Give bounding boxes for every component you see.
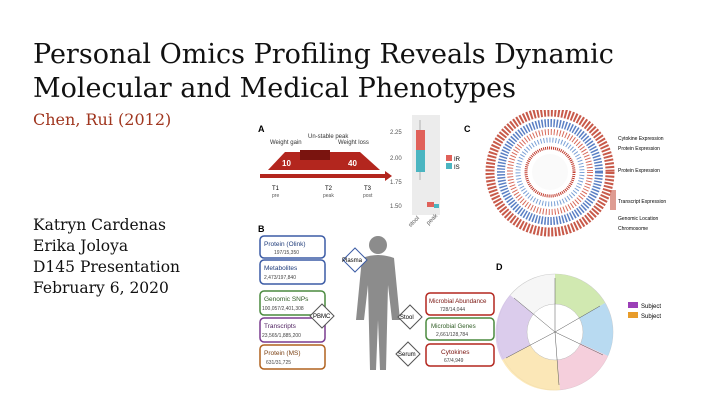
t1-sub: pre bbox=[272, 193, 279, 199]
hub-pbmc: PBMC bbox=[309, 303, 335, 329]
svg-text:Metabolites: Metabolites bbox=[264, 265, 298, 272]
omics-box-left: Metabolites 2,473/197,840 bbox=[259, 259, 326, 285]
hub-plasma: Plasma bbox=[342, 247, 368, 273]
citation: Chen, Rui (2012) bbox=[33, 110, 172, 129]
circos-legend: Cytokine Expression bbox=[618, 136, 664, 142]
svg-text:631/31,725: 631/31,725 bbox=[266, 360, 291, 366]
t3-sub: post bbox=[363, 193, 373, 199]
y-tick: 2.25 bbox=[390, 130, 402, 136]
svg-text:23,565/1,885,200: 23,565/1,885,200 bbox=[262, 333, 301, 339]
circos-plot bbox=[485, 110, 615, 237]
box-is-low bbox=[434, 204, 439, 208]
omics-box-left: Genomic SNPs 100,057/2,401,308 bbox=[259, 290, 326, 316]
legend-subject-2: Subject bbox=[641, 314, 661, 320]
panel-b-label: B bbox=[258, 224, 265, 234]
person-silhouette bbox=[356, 236, 400, 370]
circos-center bbox=[532, 154, 568, 190]
circos-ring bbox=[497, 119, 603, 225]
omics-box-right: Microbial Abundance 728/14,044 bbox=[425, 292, 495, 316]
svg-text:Microbial Genes: Microbial Genes bbox=[431, 323, 476, 330]
peak-box bbox=[300, 150, 330, 160]
legend-ir: IR bbox=[454, 157, 461, 163]
svg-text:728/14,044: 728/14,044 bbox=[440, 307, 465, 313]
box-ir bbox=[416, 130, 425, 150]
circos-ring bbox=[507, 129, 593, 215]
circos-ring-inner bbox=[524, 146, 576, 198]
svg-text:2,473/197,840: 2,473/197,840 bbox=[264, 275, 296, 281]
omics-box-right: Cytokines 67/4,949 bbox=[425, 343, 495, 367]
panel-c-label: C bbox=[464, 124, 471, 134]
legend-subject-2-swatch bbox=[628, 312, 638, 318]
omics-box-left: Transcripts 23,565/1,885,200 bbox=[259, 317, 326, 343]
box-ir-low bbox=[427, 202, 434, 207]
y-tick: 2.00 bbox=[390, 156, 402, 162]
hub-stool: Stool bbox=[397, 304, 423, 330]
svg-text:2,661/128,784: 2,661/128,784 bbox=[436, 332, 468, 338]
circos-ring bbox=[515, 137, 585, 207]
panel-a-gain-label: Weight gain bbox=[270, 140, 302, 146]
phylo-tree bbox=[495, 273, 614, 391]
legend-is-swatch bbox=[446, 163, 452, 169]
paper-figure: A Un-stable peak Weight gain Weight loss… bbox=[250, 110, 720, 405]
legend-ir-swatch bbox=[446, 155, 452, 161]
t1-label: T1 bbox=[272, 186, 280, 192]
panel-d-label: D bbox=[496, 262, 503, 272]
svg-text:Microbial Abundance: Microbial Abundance bbox=[429, 298, 487, 305]
kg-left: 10 bbox=[282, 159, 291, 168]
circos-legend-swatch bbox=[610, 190, 616, 210]
box-is bbox=[416, 150, 425, 172]
circos-legend: Protein Expression bbox=[618, 168, 660, 174]
svg-text:Protein (MS): Protein (MS) bbox=[264, 350, 300, 357]
omics-box-left: Protein (Olink) 197/15,350 bbox=[259, 235, 326, 259]
y-tick: 1.75 bbox=[390, 180, 402, 186]
y-tick: 1.50 bbox=[390, 204, 402, 210]
hub-serum: Serum bbox=[395, 341, 421, 367]
circos-ring-outer bbox=[485, 110, 615, 237]
svg-text:Genomic SNPs: Genomic SNPs bbox=[264, 296, 309, 303]
svg-text:PBMC: PBMC bbox=[313, 314, 331, 320]
presentation-line: D145 Presentation bbox=[33, 258, 181, 276]
svg-text:Serum: Serum bbox=[398, 352, 416, 358]
circos-legend: Protein Expression bbox=[618, 146, 660, 152]
svg-text:100,057/2,401,308: 100,057/2,401,308 bbox=[262, 306, 304, 312]
x-label: stool bbox=[408, 215, 421, 228]
t3-label: T3 bbox=[364, 186, 372, 192]
timeline-bar bbox=[260, 174, 385, 178]
author-line: Katryn Cardenas bbox=[33, 216, 166, 234]
timeline-arrow bbox=[385, 171, 392, 181]
authors-block: Katryn Cardenas Erika Joloya D145 Presen… bbox=[33, 215, 180, 299]
kg-right: 40 bbox=[348, 159, 357, 168]
weight-loss-shape bbox=[335, 152, 380, 170]
omics-box-right: Microbial Genes 2,661/128,784 bbox=[425, 317, 495, 341]
author-line: Erika Joloya bbox=[33, 237, 129, 255]
t2-label: T2 bbox=[325, 186, 333, 192]
title-line-2: Molecular and Medical Phenotypes bbox=[33, 73, 516, 104]
svg-text:Plasma: Plasma bbox=[342, 258, 363, 264]
svg-text:67/4,949: 67/4,949 bbox=[444, 358, 464, 364]
figure-svg: A Un-stable peak Weight gain Weight loss… bbox=[258, 110, 666, 391]
panel-a-top-label: Un-stable peak bbox=[308, 134, 349, 140]
circos-legend: Chromosome bbox=[618, 226, 648, 232]
title-line-1: Personal Omics Profiling Reveals Dynamic bbox=[33, 39, 614, 70]
circos-legend: Transcript Expression bbox=[618, 199, 666, 205]
legend-subject-1-swatch bbox=[628, 302, 638, 308]
t2-sub: peak bbox=[323, 193, 334, 199]
panel-a-loss-label: Weight loss bbox=[338, 140, 369, 146]
legend-subject-1: Subject bbox=[641, 304, 661, 310]
svg-text:Protein (Olink): Protein (Olink) bbox=[264, 241, 306, 248]
panel-a-label: A bbox=[258, 124, 265, 134]
date-line: February 6, 2020 bbox=[33, 279, 169, 297]
svg-text:Cytokines: Cytokines bbox=[441, 349, 470, 356]
svg-text:Stool: Stool bbox=[400, 315, 414, 321]
legend-is: IS bbox=[454, 165, 460, 171]
slide-title: Personal Omics Profiling Reveals Dynamic… bbox=[33, 38, 673, 106]
svg-text:Transcripts: Transcripts bbox=[264, 323, 297, 330]
omics-box-left: Protein (MS) 631/31,725 bbox=[259, 344, 326, 370]
circos-legend: Genomic Location bbox=[618, 216, 659, 222]
svg-text:197/15,350: 197/15,350 bbox=[274, 250, 299, 256]
